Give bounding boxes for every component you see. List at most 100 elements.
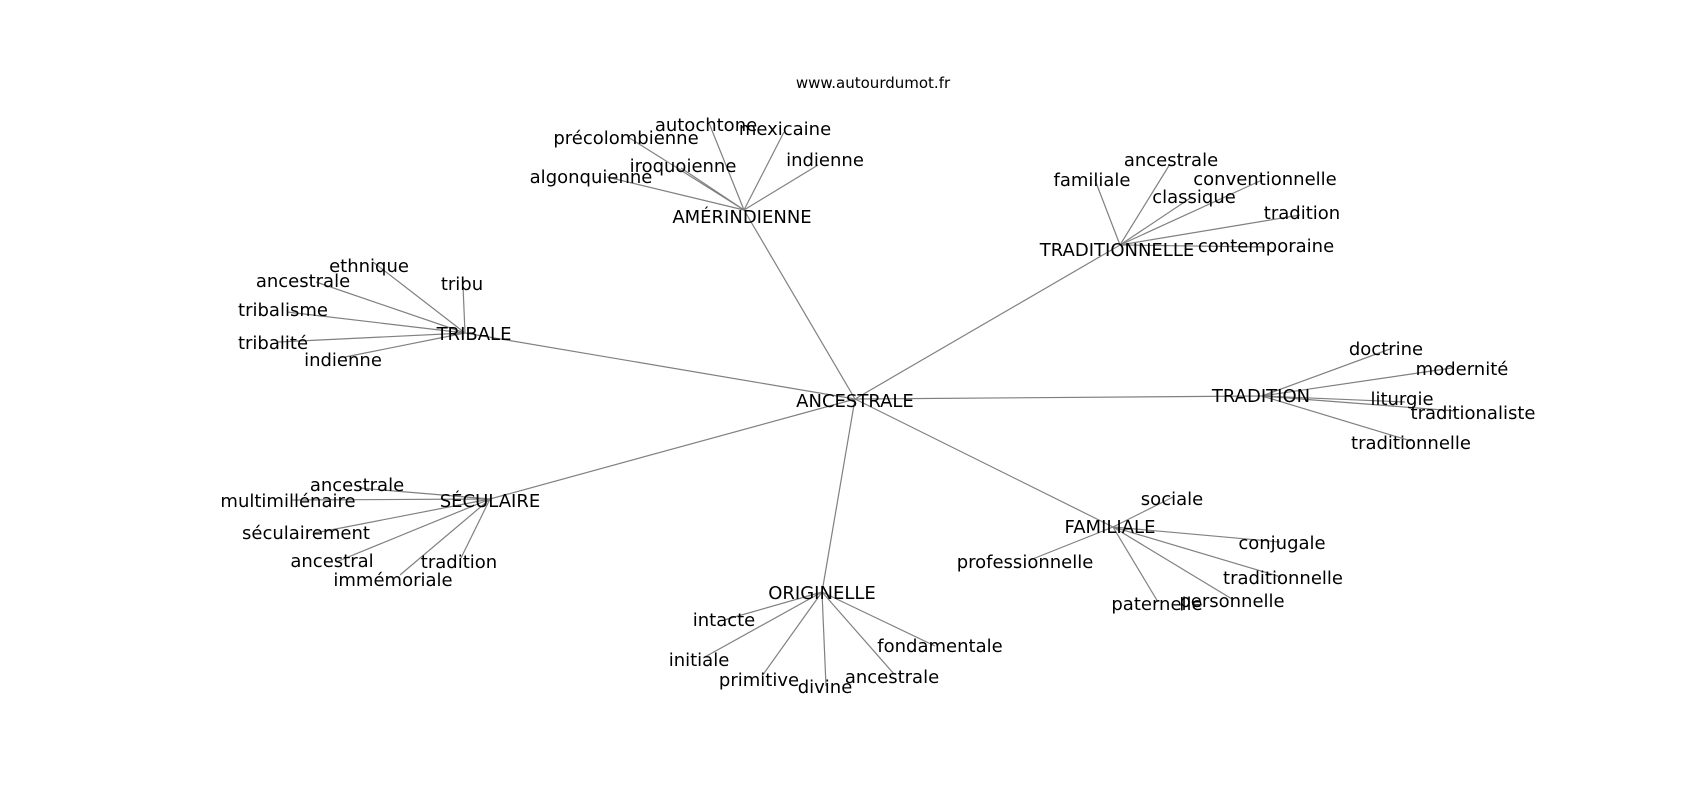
word-ancestrale[interactable]: ancestrale	[256, 271, 350, 292]
word-seculairement[interactable]: séculairement	[242, 523, 370, 544]
word-immemoriale[interactable]: immémoriale	[333, 570, 452, 591]
word-tradition[interactable]: tradition	[421, 552, 497, 573]
edge-center-hub	[489, 398, 856, 500]
word-contemporaine[interactable]: contemporaine	[1198, 236, 1334, 257]
edge-hub-word	[743, 164, 819, 211]
word-paternelle[interactable]: paternelle	[1111, 594, 1202, 615]
word-tradition[interactable]: tradition	[1264, 203, 1340, 224]
hub-originelle[interactable]: ORIGINELLE	[768, 583, 876, 604]
hub-tradition[interactable]: TRADITION	[1211, 386, 1310, 407]
edge-hub-word	[743, 131, 785, 211]
edge-hub-word	[1094, 179, 1121, 246]
word-conventionnelle[interactable]: conventionnelle	[1193, 169, 1337, 190]
site-credit: www.autourdumot.fr	[796, 74, 951, 92]
edge-hub-word	[821, 591, 895, 675]
edge-hub-word	[460, 498, 491, 559]
word-traditionnelle[interactable]: traditionnelle	[1223, 568, 1343, 589]
edge-center-hub	[464, 332, 856, 400]
edge-hub-word	[335, 498, 491, 563]
word-mexicaine[interactable]: mexicaine	[739, 119, 831, 140]
word-traditionnelle[interactable]: traditionnelle	[1351, 433, 1471, 454]
word-iroquoienne[interactable]: iroquoienne	[630, 156, 737, 177]
edge-hub-word	[627, 136, 745, 211]
edge-hub-word	[1119, 196, 1193, 246]
edge-center-hub	[854, 244, 1121, 400]
word-ancestrale[interactable]: ancestrale	[310, 475, 404, 496]
edge-center-hub	[821, 398, 856, 593]
word-doctrine[interactable]: doctrine	[1349, 339, 1423, 360]
word-indienne[interactable]: indienne	[304, 350, 382, 371]
edge-hub-word	[1119, 163, 1171, 246]
word-classique[interactable]: classique	[1152, 187, 1236, 208]
edge-hub-word	[1112, 526, 1282, 578]
edge-hub-word	[358, 487, 491, 500]
edge-hub-word	[1119, 214, 1301, 246]
word-algonquienne[interactable]: algonquienne	[530, 167, 653, 188]
word-intacte[interactable]: intacte	[693, 610, 756, 631]
word-ancestrale[interactable]: ancestrale	[1124, 150, 1218, 171]
word-tribu[interactable]: tribu	[441, 274, 483, 295]
edge-hub-word	[315, 281, 466, 334]
edge-hub-word	[1261, 367, 1453, 397]
edge-hub-word	[1029, 526, 1114, 561]
hub-traditionnelle[interactable]: TRADITIONNELLE	[1039, 240, 1194, 261]
word-ancestrale[interactable]: ancestrale	[845, 667, 939, 688]
word-professionnelle[interactable]: professionnelle	[957, 552, 1094, 573]
edge-hub-word	[723, 591, 823, 621]
edge-hub-word	[372, 261, 466, 334]
word-tribalisme[interactable]: tribalisme	[238, 300, 328, 321]
hub-amerindienne[interactable]: AMÉRINDIENNE	[672, 206, 811, 228]
label-layer: ANCESTRALE AMÉRINDIENNE autochtone mexic…	[220, 115, 1535, 698]
edge-hub-word	[1261, 395, 1412, 442]
word-autochtone[interactable]: autochtone	[655, 115, 757, 136]
edge-hub-word	[1112, 496, 1174, 528]
edge-hub-word	[290, 498, 491, 501]
word-traditionaliste[interactable]: traditionaliste	[1411, 403, 1536, 424]
edge-center-hub	[854, 395, 1263, 400]
word-initiale[interactable]: initiale	[669, 650, 730, 671]
word-familiale[interactable]: familiale	[1053, 170, 1130, 191]
edge-hub-word	[462, 285, 466, 334]
edge-hub-word	[1112, 526, 1281, 543]
word-modernite[interactable]: modernité	[1416, 359, 1509, 380]
edge-hub-word	[1112, 526, 1233, 600]
hub-tribale[interactable]: TRIBALE	[436, 324, 512, 345]
word-personnelle[interactable]: personnelle	[1179, 591, 1284, 612]
edge-hub-word	[1261, 395, 1406, 403]
edge-hub-word	[1261, 395, 1457, 412]
edge-hub-word	[286, 311, 466, 334]
word-multimillenaire[interactable]: multimillénaire	[220, 491, 355, 512]
word-tribalite[interactable]: tribalité	[238, 333, 308, 354]
word-liturgie[interactable]: liturgie	[1370, 389, 1433, 410]
word-ethnique[interactable]: ethnique	[329, 256, 409, 277]
word-fondamentale[interactable]: fondamentale	[877, 636, 1002, 657]
edge-hub-word	[1261, 348, 1391, 397]
edge-hub-word	[821, 591, 827, 687]
edge-hub-word	[1112, 526, 1159, 603]
edge-hub-word	[680, 167, 745, 211]
word-divine[interactable]: divine	[798, 677, 853, 698]
hub-seculaire[interactable]: SÉCULAIRE	[440, 490, 541, 512]
edge-hub-word	[821, 591, 936, 647]
edge-center-hub	[854, 398, 1114, 528]
edge-layer	[277, 122, 1457, 687]
edge-hub-word	[606, 176, 745, 211]
edge-hub-word	[314, 498, 491, 534]
edge-hub-word	[708, 122, 745, 211]
edge-center-hub	[743, 209, 856, 400]
word-primitive[interactable]: primitive	[719, 670, 799, 691]
edge-hub-word	[399, 498, 491, 576]
word-conjugale[interactable]: conjugale	[1238, 533, 1325, 554]
edge-hub-word	[761, 591, 823, 677]
edge-hub-word	[1119, 244, 1266, 248]
word-sociale[interactable]: sociale	[1141, 489, 1203, 510]
edge-hub-word	[702, 591, 823, 659]
word-ancestral[interactable]: ancestral	[290, 551, 373, 572]
center-word[interactable]: ANCESTRALE	[796, 391, 914, 412]
word-precolombienne[interactable]: précolombienne	[553, 128, 698, 149]
edge-hub-word	[277, 332, 466, 343]
edge-hub-word	[1119, 179, 1263, 246]
word-indienne[interactable]: indienne	[786, 150, 864, 171]
hub-familiale[interactable]: FAMILIALE	[1065, 517, 1156, 538]
